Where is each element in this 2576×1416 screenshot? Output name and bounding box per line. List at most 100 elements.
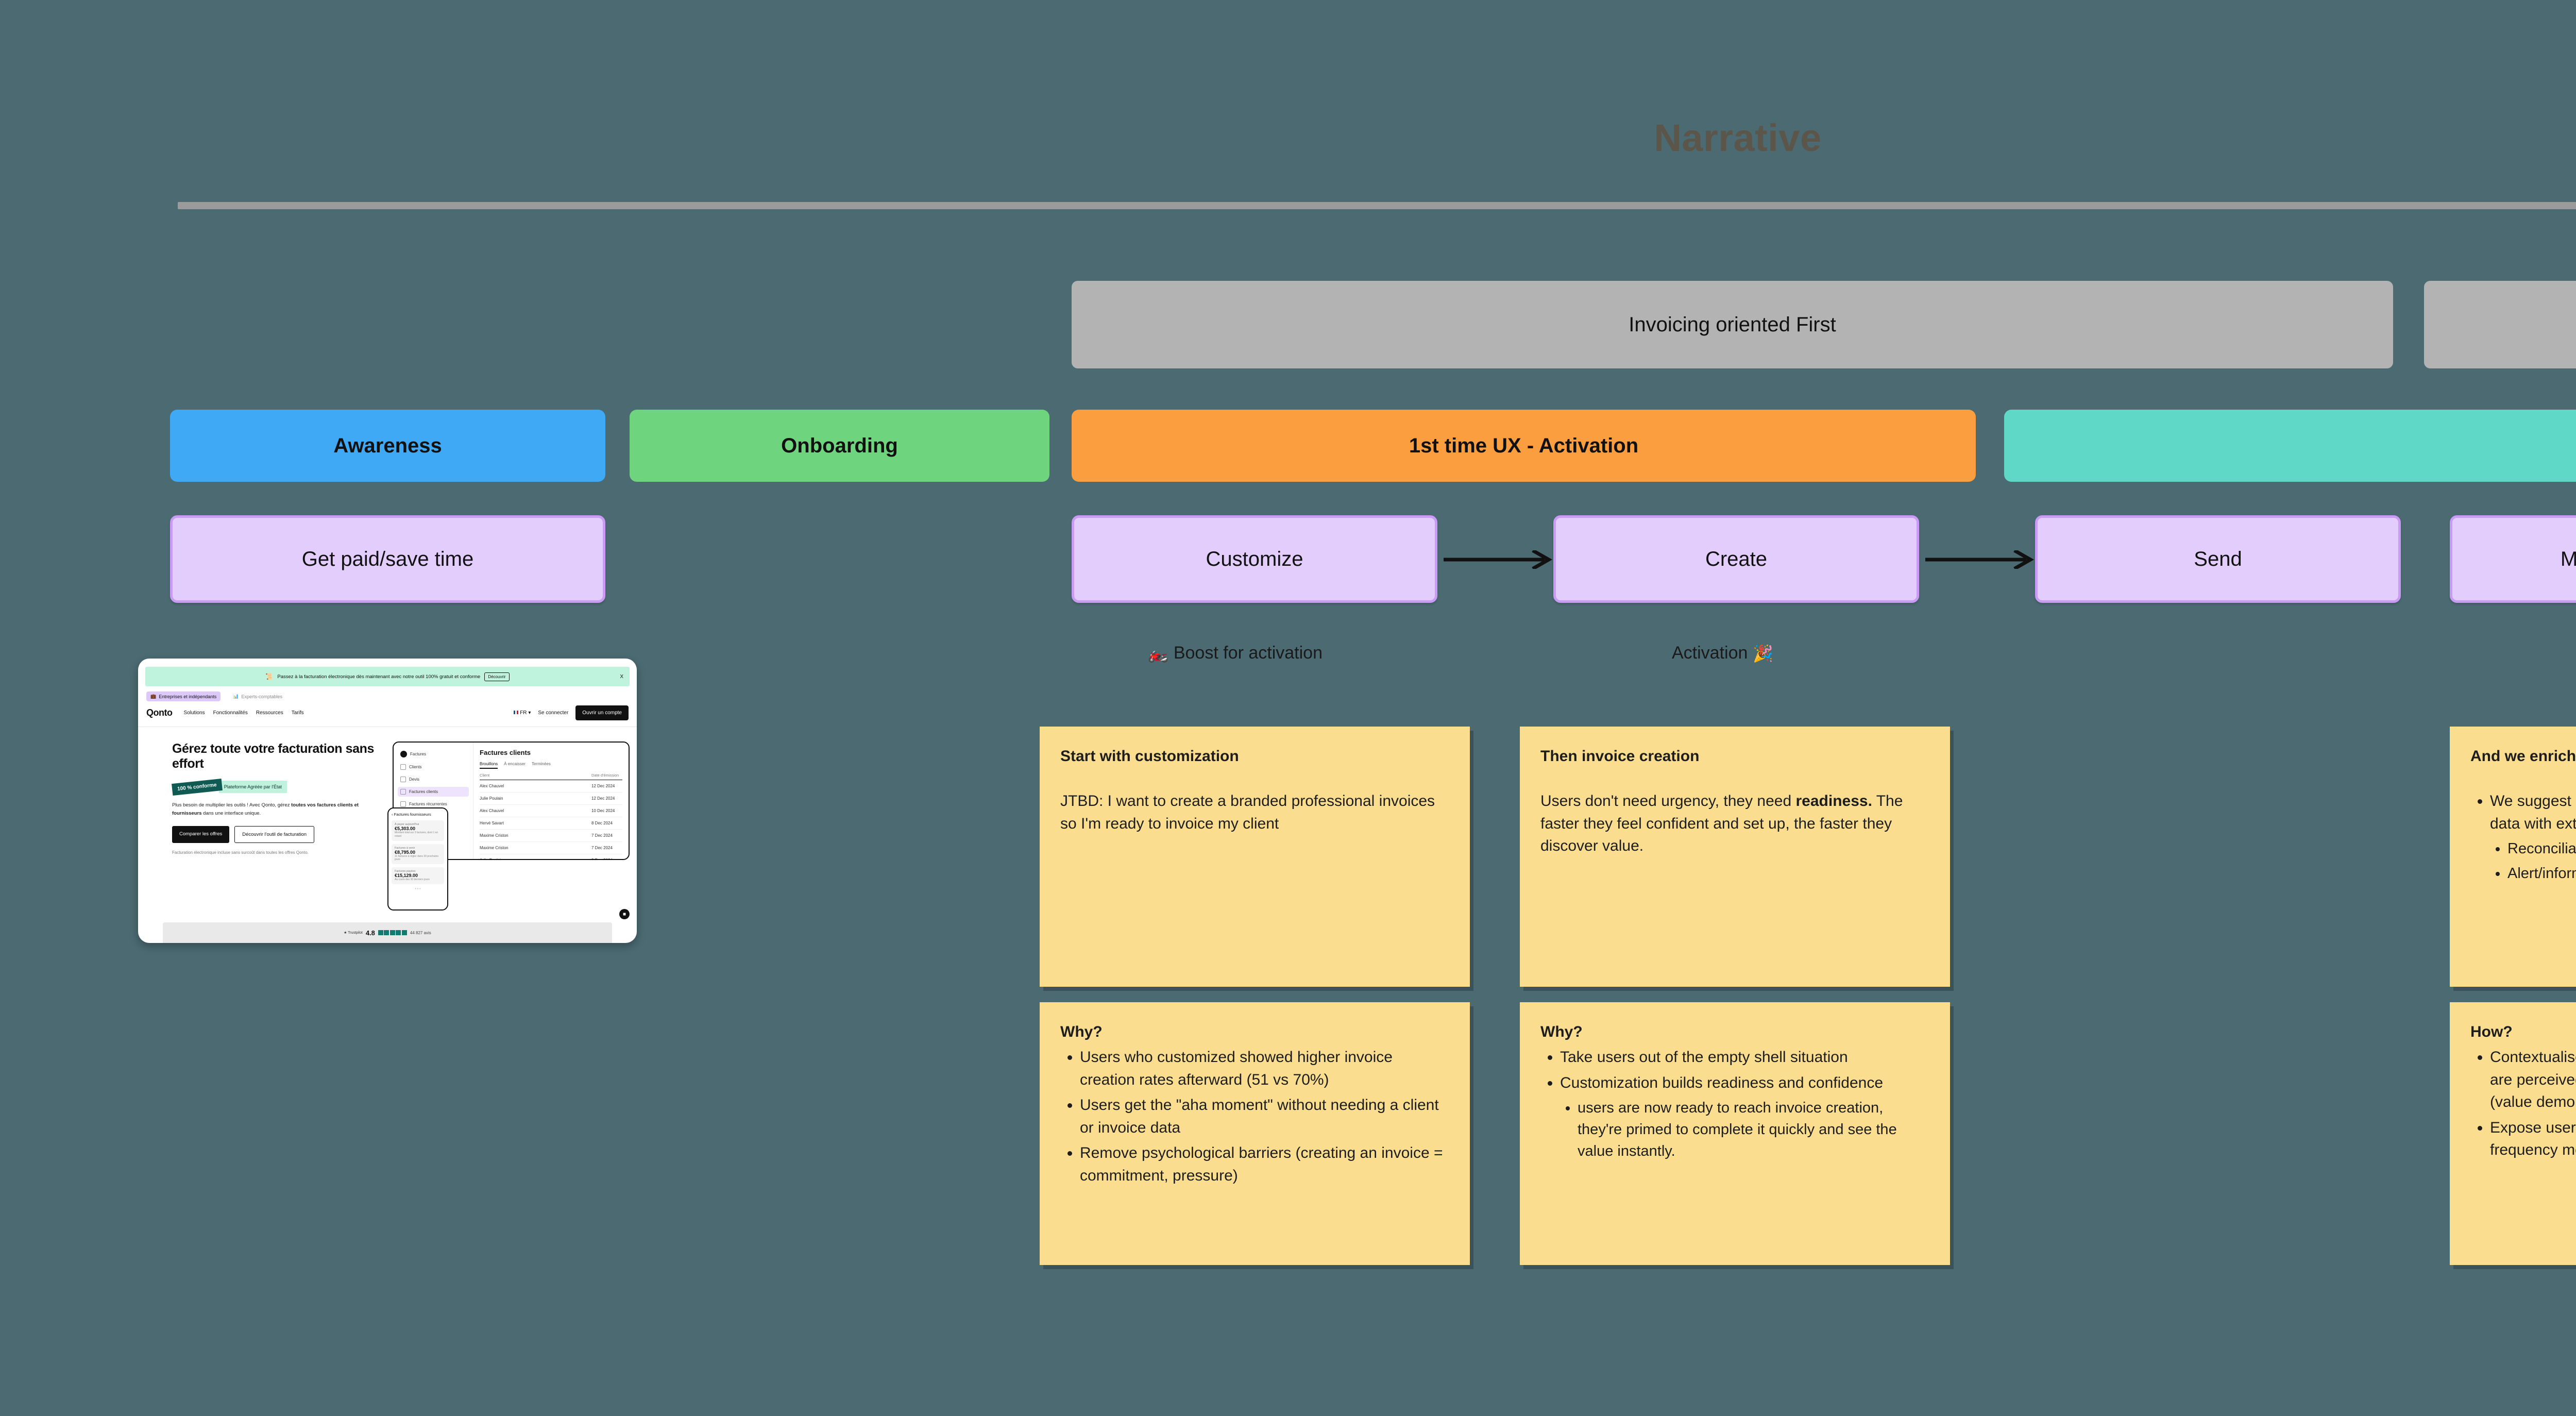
hero-description: Plus besoin de multiplier les outils ! A… [172,801,377,818]
app-sidebar-item-clients[interactable]: Clients [398,762,469,772]
chart-icon: 📊 [233,694,239,699]
motorcycle-emoji: 🏍️ [1148,644,1168,663]
note-title: Why? [1540,1023,1583,1040]
note-bullet-list: We suggest only when we can enrich the i… [2490,790,2576,884]
cell-date: 10 Dec 2024 [591,808,615,813]
promo-banner[interactable]: 📜 Passez à la facturation électronique d… [145,667,630,686]
french-flag-icon [514,711,519,714]
trustpilot-review-count: 44 827 avis [410,930,431,935]
cell-client: Julie Poulain [480,796,503,801]
website-screenshot-thumbnail[interactable]: 📜 Passez à la facturation électronique d… [138,659,637,943]
nav-link-resources[interactable]: Ressources [256,710,283,716]
note-title: And we enrich with banking value [2470,748,2576,765]
app-sidebar-item-recurring-invoices[interactable]: Factures récurrentes [398,799,469,809]
app-tab-to-collect[interactable]: À encaisser [504,762,526,766]
close-icon[interactable]: X [620,673,623,680]
nav-link-solutions[interactable]: Solutions [183,710,205,716]
step-box-monitor-cash-flow[interactable]: Monitor your cash flow [2450,515,2576,603]
note-body-part2: The faster they feel confident and set u… [1540,793,1903,855]
audience-tab-accountants[interactable]: 📊 Experts-comptables [229,692,286,701]
phase-banner-label: Invoicing oriented First [1629,313,1836,336]
invoice-document-icon: 📜 [265,673,274,680]
login-link[interactable]: Se connecter [538,710,569,716]
note-body: Users don't need urgency, they need read… [1540,790,1929,857]
sticky-note-why-customization[interactable]: Why? Users who customized showed higher … [1040,1002,1470,1265]
list-item: Take users out of the empty shell situat… [1560,1046,1929,1069]
phone-title: Factures fournisseurs [394,812,431,817]
hero-button-row: Comparer les offres Découvrir l'outil de… [172,826,377,844]
stage-bar-onboarding[interactable]: Onboarding [630,410,1049,482]
phase-banner-banking[interactable]: Banking second [2424,281,2576,368]
audience-tab-label: Entreprises et indépendants [159,694,217,699]
table-row[interactable]: Hervé Savart 8 Dec 2024 [480,817,622,830]
party-popper-emoji: 🎉 [1753,644,1774,663]
annotation-activation: Activation 🎉 [1672,643,1773,663]
stage-bar-adoption[interactable]: Adoption / Usage [2004,410,2576,482]
nav-links[interactable]: Solutions Fonctionnalités Ressources Tar… [183,710,303,716]
app-sidebar-item-quotes[interactable]: Devis [398,774,469,784]
cell-client: Alex Chauvel [480,784,504,788]
audience-tab-label: Experts-comptables [241,694,283,699]
phone-card-amount: €15,129.00 [395,873,418,878]
stage-bar-label: Onboarding [781,434,898,457]
sticky-note-banking-value[interactable]: And we enrich with banking value We sugg… [2450,727,2576,987]
page-title: Narrative [1654,116,1822,159]
sticky-note-then-invoice-creation[interactable]: Then invoice creation Users don't need u… [1520,727,1950,987]
sticky-note-how-banking[interactable]: How? Contextualise triggers with user ac… [2450,1002,2576,1265]
language-label: FR [520,710,527,716]
promo-discover-button[interactable]: Découvrir [484,672,510,681]
stage-bar-awareness[interactable]: Awareness [170,410,605,482]
table-row[interactable]: Julie Poulain 3 Dec 2024 [480,854,622,859]
app-main-title: Factures clients [480,749,531,756]
column-header-issue-date: Date d'émission [591,773,619,778]
table-row[interactable]: Alex Chauvel 10 Dec 2024 [480,805,622,817]
audience-switcher[interactable]: 💼 Entreprises et indépendants 📊 Experts-… [138,686,637,703]
phone-header: ‹ Factures fournisseurs [392,812,444,817]
app-sidebar-item-label: Devis [409,777,420,782]
app-tab-completed[interactable]: Terminées [531,762,551,766]
table-row[interactable]: Julie Poulain 12 Dec 2024 [480,793,622,805]
cell-client: Alex Chauvel [480,808,504,813]
step-box-customize[interactable]: Customize [1072,515,1437,603]
annotation-boost-for-activation: 🏍️ Boost for activation [1148,643,1323,663]
step-box-get-paid[interactable]: Get paid/save time [170,515,605,603]
audience-tab-businesses[interactable]: 💼 Entreprises et indépendants [146,692,221,701]
table-row[interactable]: Maxime Criston 7 Dec 2024 [480,842,622,854]
stage-bar-activation[interactable]: 1st time UX - Activation [1072,410,1976,482]
compare-offers-button[interactable]: Comparer les offres [172,826,230,844]
narrative-axis-line [178,202,2576,209]
cell-date: 12 Dec 2024 [591,796,615,801]
chevron-left-icon[interactable]: ‹ [392,812,393,817]
navbar-right[interactable]: FR ▾ Se connecter Ouvrir un compte [514,705,629,720]
list-item: Expose users to payment-related pain poi… [2490,1117,2576,1161]
site-navbar[interactable]: Qonto Solutions Fonctionnalités Ressourc… [138,703,637,727]
phase-banner-invoicing[interactable]: Invoicing oriented First [1072,281,2393,368]
app-sidebar-item-label: Clients [409,765,422,769]
hero-description-part1: Plus besoin de multiplier les outils ! A… [172,802,292,808]
app-tabs[interactable]: Brouillons À encaisser Terminées [480,762,622,769]
star-icon [378,930,383,935]
cell-date: 8 Dec 2024 [591,821,613,825]
qonto-logo-icon[interactable]: ■ [619,909,630,919]
app-sidebar-item-label: Factures récurrentes [409,802,447,806]
app-tab-drafts[interactable]: Brouillons [480,762,498,769]
table-row[interactable]: Maxime Criston 7 Dec 2024 [480,830,622,842]
open-account-button[interactable]: Ouvrir un compte [575,705,629,720]
nav-link-pricing[interactable]: Tarifs [291,710,304,716]
qonto-logo[interactable]: Qonto [146,707,173,718]
star-icon [401,930,407,935]
discover-invoicing-tool-button[interactable]: Découvrir l'outil de facturation [234,826,315,844]
list-item: We suggest only when we can enrich the i… [2490,790,2576,835]
app-sidebar-item-client-invoices[interactable]: Factures clients [398,787,469,797]
table-row[interactable]: Alex Chauvel 12 Dec 2024 [480,780,622,793]
star-icon [396,930,401,935]
step-box-create[interactable]: Create [1553,515,1919,603]
sticky-note-why-invoice-creation[interactable]: Why? Take users out of the empty shell s… [1520,1002,1950,1265]
sticky-note-start-with-customization[interactable]: Start with customization JTBD: I want to… [1040,727,1470,987]
nav-link-features[interactable]: Fonctionnalités [213,710,248,716]
step-box-send[interactable]: Send [2035,515,2401,603]
language-selector[interactable]: FR ▾ [514,710,531,716]
cell-client: Julie Poulain [480,858,591,859]
narrative-axis [178,199,2576,212]
step-box-label: Customize [1206,547,1303,570]
